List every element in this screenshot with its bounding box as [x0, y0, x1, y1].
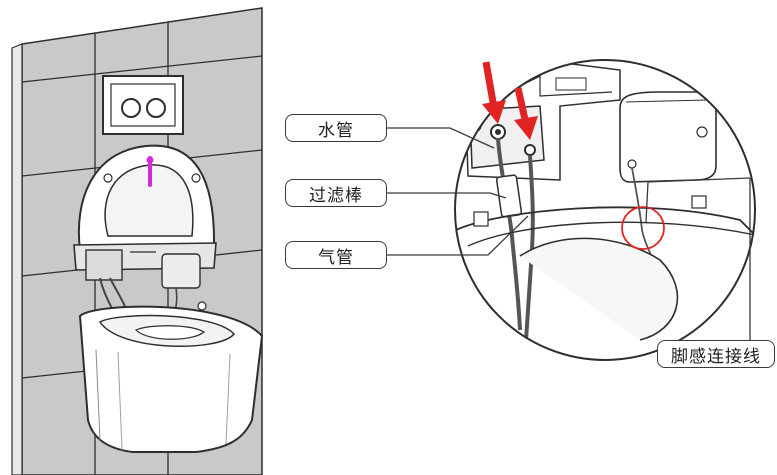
leader-lines — [386, 127, 751, 340]
toilet-bowl — [78, 301, 264, 453]
down-arrow-icon — [514, 87, 538, 140]
flush-button-large — [146, 98, 166, 118]
flush-plate — [102, 75, 184, 135]
toilet-lid — [77, 144, 216, 252]
seat-mechanism — [73, 242, 217, 323]
sensor-highlight-circle — [621, 206, 665, 250]
callout-foot-sensor-cable: 脚感连接线 — [657, 340, 775, 368]
flush-button-small — [121, 98, 141, 118]
callout-filter-rod: 过滤棒 — [285, 179, 387, 207]
down-arrow-icon — [482, 61, 506, 124]
callout-air-pipe: 气管 — [285, 241, 387, 269]
callout-water-pipe: 水管 — [285, 114, 387, 142]
